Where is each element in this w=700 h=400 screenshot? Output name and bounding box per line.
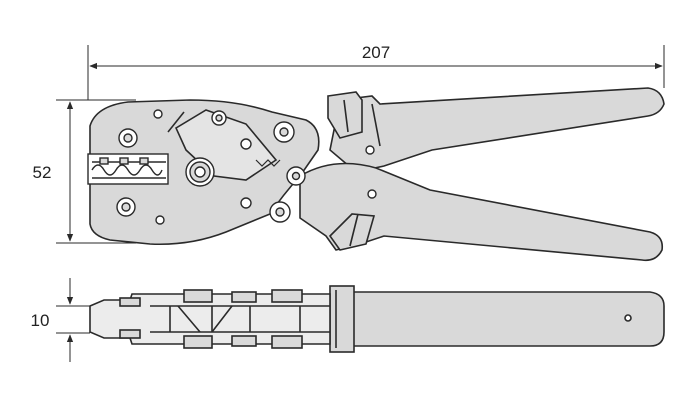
length-label: 207: [362, 43, 390, 62]
length-dimension: 207: [87, 43, 665, 100]
ratchet-adjuster: [185, 157, 215, 187]
height-label: 52: [33, 163, 52, 182]
lower-handle: [299, 162, 664, 262]
height-dimension: 52: [33, 99, 136, 244]
rivets: [116, 109, 377, 225]
upper-handle: [327, 87, 665, 173]
thickness-label: 10: [31, 311, 50, 330]
top-view: [89, 285, 665, 353]
crimp-die: [87, 153, 169, 185]
return-spring: [255, 159, 281, 167]
thickness-dimension: 10: [31, 278, 90, 362]
